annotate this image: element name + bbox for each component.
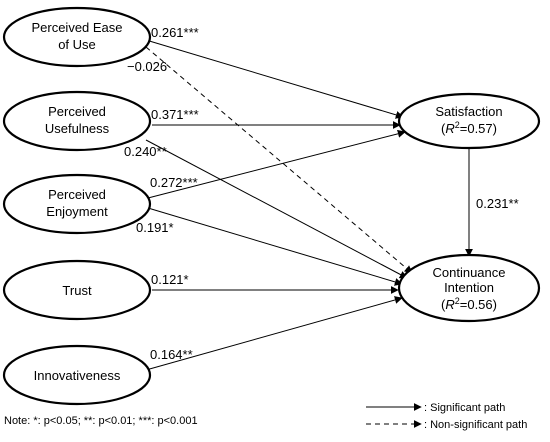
- node-r-squared: (R2=0.57): [441, 120, 497, 136]
- node-label-line: Perceived: [48, 187, 106, 202]
- path-innov-ci: [145, 296, 403, 371]
- legend-nonsignificant-label: : Non-significant path: [424, 419, 527, 431]
- coef-peou-ci: −0.026: [127, 59, 167, 74]
- edges: [145, 39, 473, 371]
- node-continuance-intention: Continuance Intention (R2=0.56): [397, 253, 541, 323]
- legend: : Significant path : Non-significant pat…: [366, 402, 527, 431]
- node-r-squared: (R2=0.56): [441, 296, 497, 312]
- significance-note: Note: *: p<0.05; **: p<0.01; ***: p<0.00…: [4, 415, 198, 427]
- node-perceived-ease-of-use: Perceived Ease of Use: [2, 6, 152, 68]
- path-peou-ci: [145, 46, 413, 274]
- node-label-line: Enjoyment: [46, 204, 108, 219]
- path-pu-ci: [145, 139, 408, 279]
- node-label-line: Trust: [62, 283, 92, 298]
- node-label-line: Usefulness: [45, 121, 110, 136]
- coef-pu-sat: 0.371***: [151, 107, 199, 122]
- node-trust: Trust: [2, 259, 152, 321]
- coef-innov-ci: 0.164**: [150, 347, 193, 362]
- node-title: Intention: [444, 280, 494, 295]
- coef-sat-ci: 0.231**: [476, 196, 519, 211]
- legend-significant-label: : Significant path: [424, 402, 505, 414]
- path-pe-ci: [147, 207, 403, 286]
- coef-pu-ci: 0.240**: [124, 144, 167, 159]
- r-squared-value: =0.57: [460, 121, 493, 136]
- coef-pe-ci: 0.191*: [136, 220, 174, 235]
- node-satisfaction: Satisfaction (R2=0.57): [397, 92, 541, 150]
- node-title: Continuance: [433, 265, 506, 280]
- node-label-line: Perceived: [48, 104, 106, 119]
- node-title: Satisfaction: [435, 104, 502, 119]
- node-label-line: of Use: [58, 37, 96, 52]
- coef-peou-sat: 0.261***: [151, 25, 199, 40]
- node-perceived-enjoyment: Perceived Enjoyment: [2, 173, 152, 235]
- node-perceived-usefulness: Perceived Usefulness: [2, 90, 152, 152]
- path-pe-sat: [147, 129, 406, 199]
- node-label-line: Innovativeness: [34, 368, 121, 383]
- node-label-line: Perceived Ease: [31, 20, 122, 35]
- node-innovativeness: Innovativeness: [2, 344, 152, 406]
- coef-trust-ci: 0.121*: [151, 272, 189, 287]
- path-peou-sat: [145, 39, 404, 119]
- coefficient-labels: 0.261*** −0.026 0.371*** 0.240** 0.272**…: [124, 25, 519, 362]
- coef-pe-sat: 0.272***: [150, 175, 198, 190]
- r-squared-value: =0.56: [460, 297, 493, 312]
